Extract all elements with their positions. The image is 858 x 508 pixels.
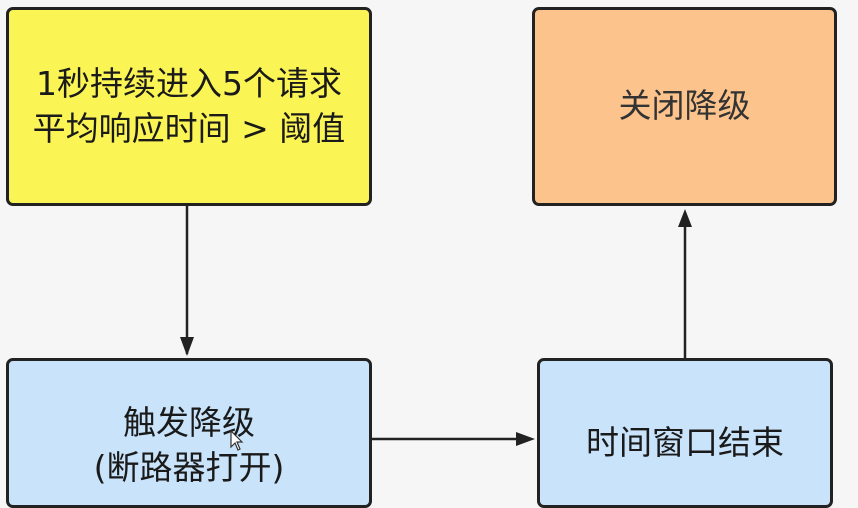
arrowhead-condition-to-trigger — [180, 337, 194, 356]
node-trigger-condition: 1秒持续进入5个请求 平均响应时间 > 阈值 — [6, 7, 372, 206]
node-trigger-degrade: 触发降级 (断路器打开) — [6, 358, 372, 508]
trigger-condition-line1: 1秒持续进入5个请求 — [36, 63, 342, 103]
window-end-label: 时间窗口结束 — [586, 423, 784, 462]
close-degrade-label: 关闭降级 — [618, 86, 751, 126]
flow-arrows — [180, 206, 692, 446]
node-close-degrade: 关闭降级 — [532, 7, 837, 206]
trigger-condition-line2: 平均响应时间 > 阈值 — [32, 108, 346, 148]
arrowhead-window-end-to-close — [678, 209, 692, 227]
mouse-cursor-icon — [230, 430, 244, 451]
node-window-end: 时间窗口结束 — [537, 358, 833, 508]
arrowhead-trigger-to-window-end — [516, 432, 535, 446]
trigger-degrade-line2: (断路器打开) — [93, 447, 285, 487]
